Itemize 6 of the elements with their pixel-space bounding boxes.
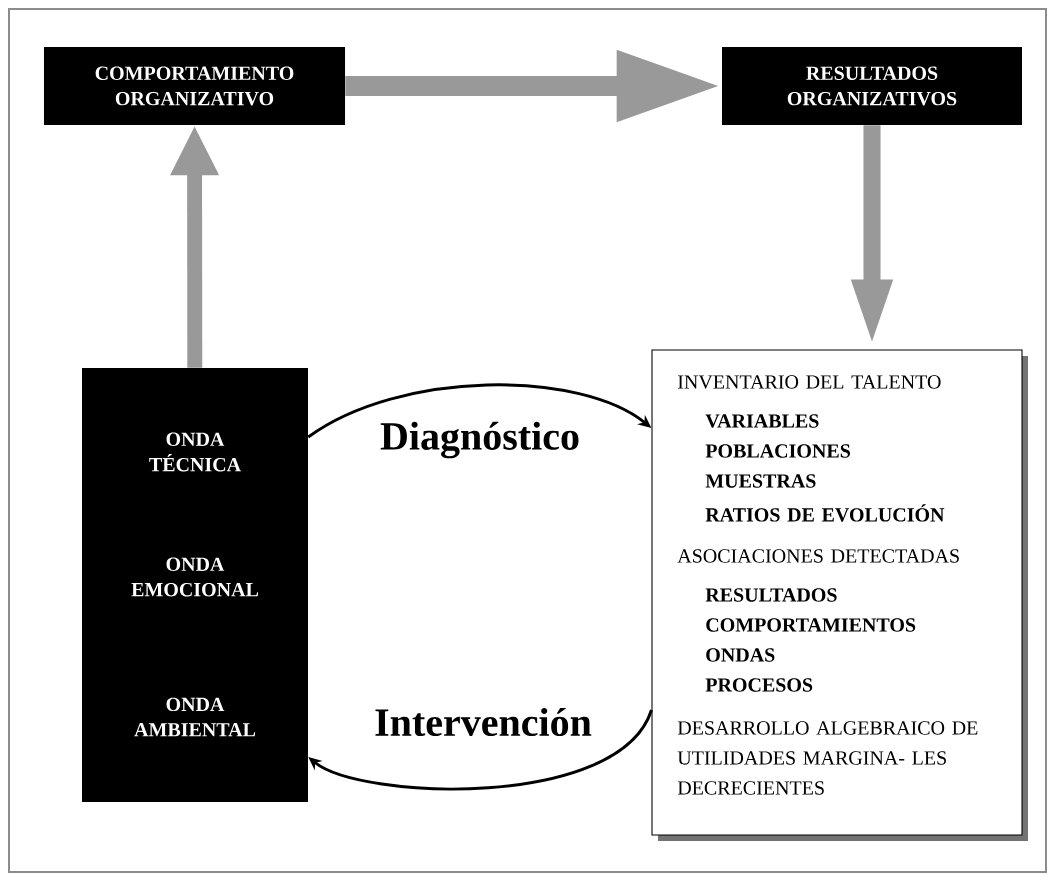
list-box: INVENTARIO DEL TALENTO VARIABLES POBLACIONES MUESTRAS RATIOS DE EVOLUCIÓN ASOCIACIONES DETECTADAS RESULTADOS COMPORTAMIENTOS ONDAS PROCESOS DESARROLLO ALGEBRAICO DE UTILIDADES MARGINA- LES DECRECIENTES (651, 349, 1028, 841)
label-box: COMPORTAMIENTO ORGANIZATIVO (43, 47, 346, 125)
edge-label: Intervención (375, 707, 592, 737)
column-box: ONDA TÉCNICA ONDA EMOCIONAL ONDA AMBIENTAL (82, 368, 308, 802)
label-box: RESULTADOS ORGANIZATIVOS (722, 47, 1022, 125)
edge-label: Diagnóstico (380, 421, 579, 459)
